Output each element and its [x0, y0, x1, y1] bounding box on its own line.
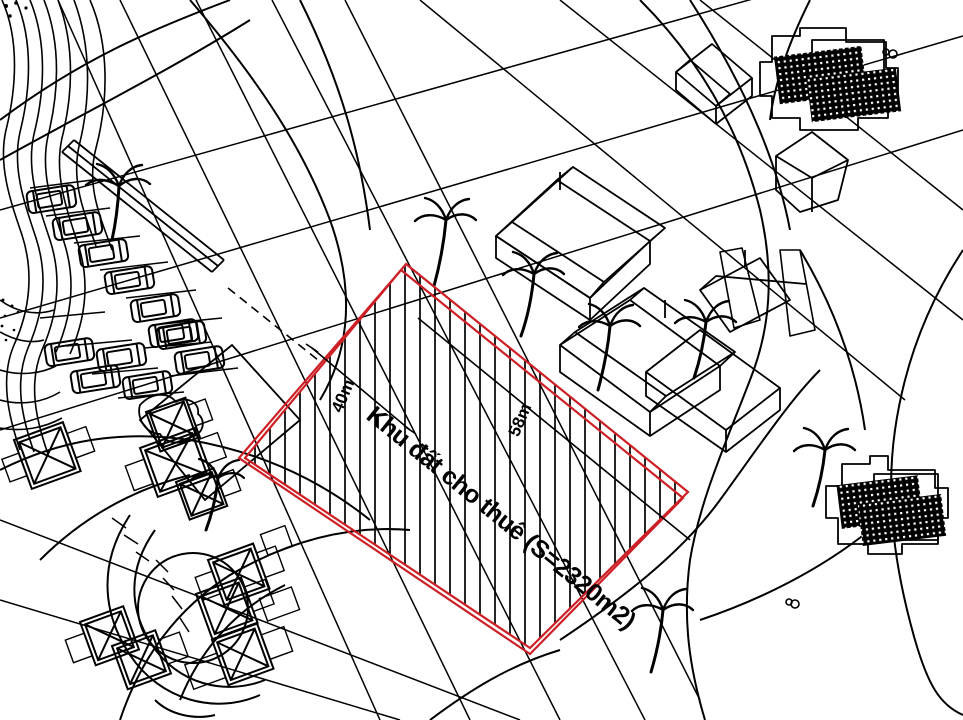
lot-boundary[interactable] [237, 262, 690, 656]
villa-cluster [0, 393, 301, 691]
access-drive [61, 139, 225, 273]
isometric-buildings [495, 43, 849, 453]
topographic-contours [0, 0, 113, 455]
driveway-texture-dashes [111, 517, 190, 633]
hatched-building-northeast [759, 27, 902, 131]
palm-trees [84, 162, 857, 674]
hatched-building-southeast [785, 455, 949, 609]
dimension-leaders [305, 317, 691, 541]
dashed-boundary [227, 287, 319, 361]
